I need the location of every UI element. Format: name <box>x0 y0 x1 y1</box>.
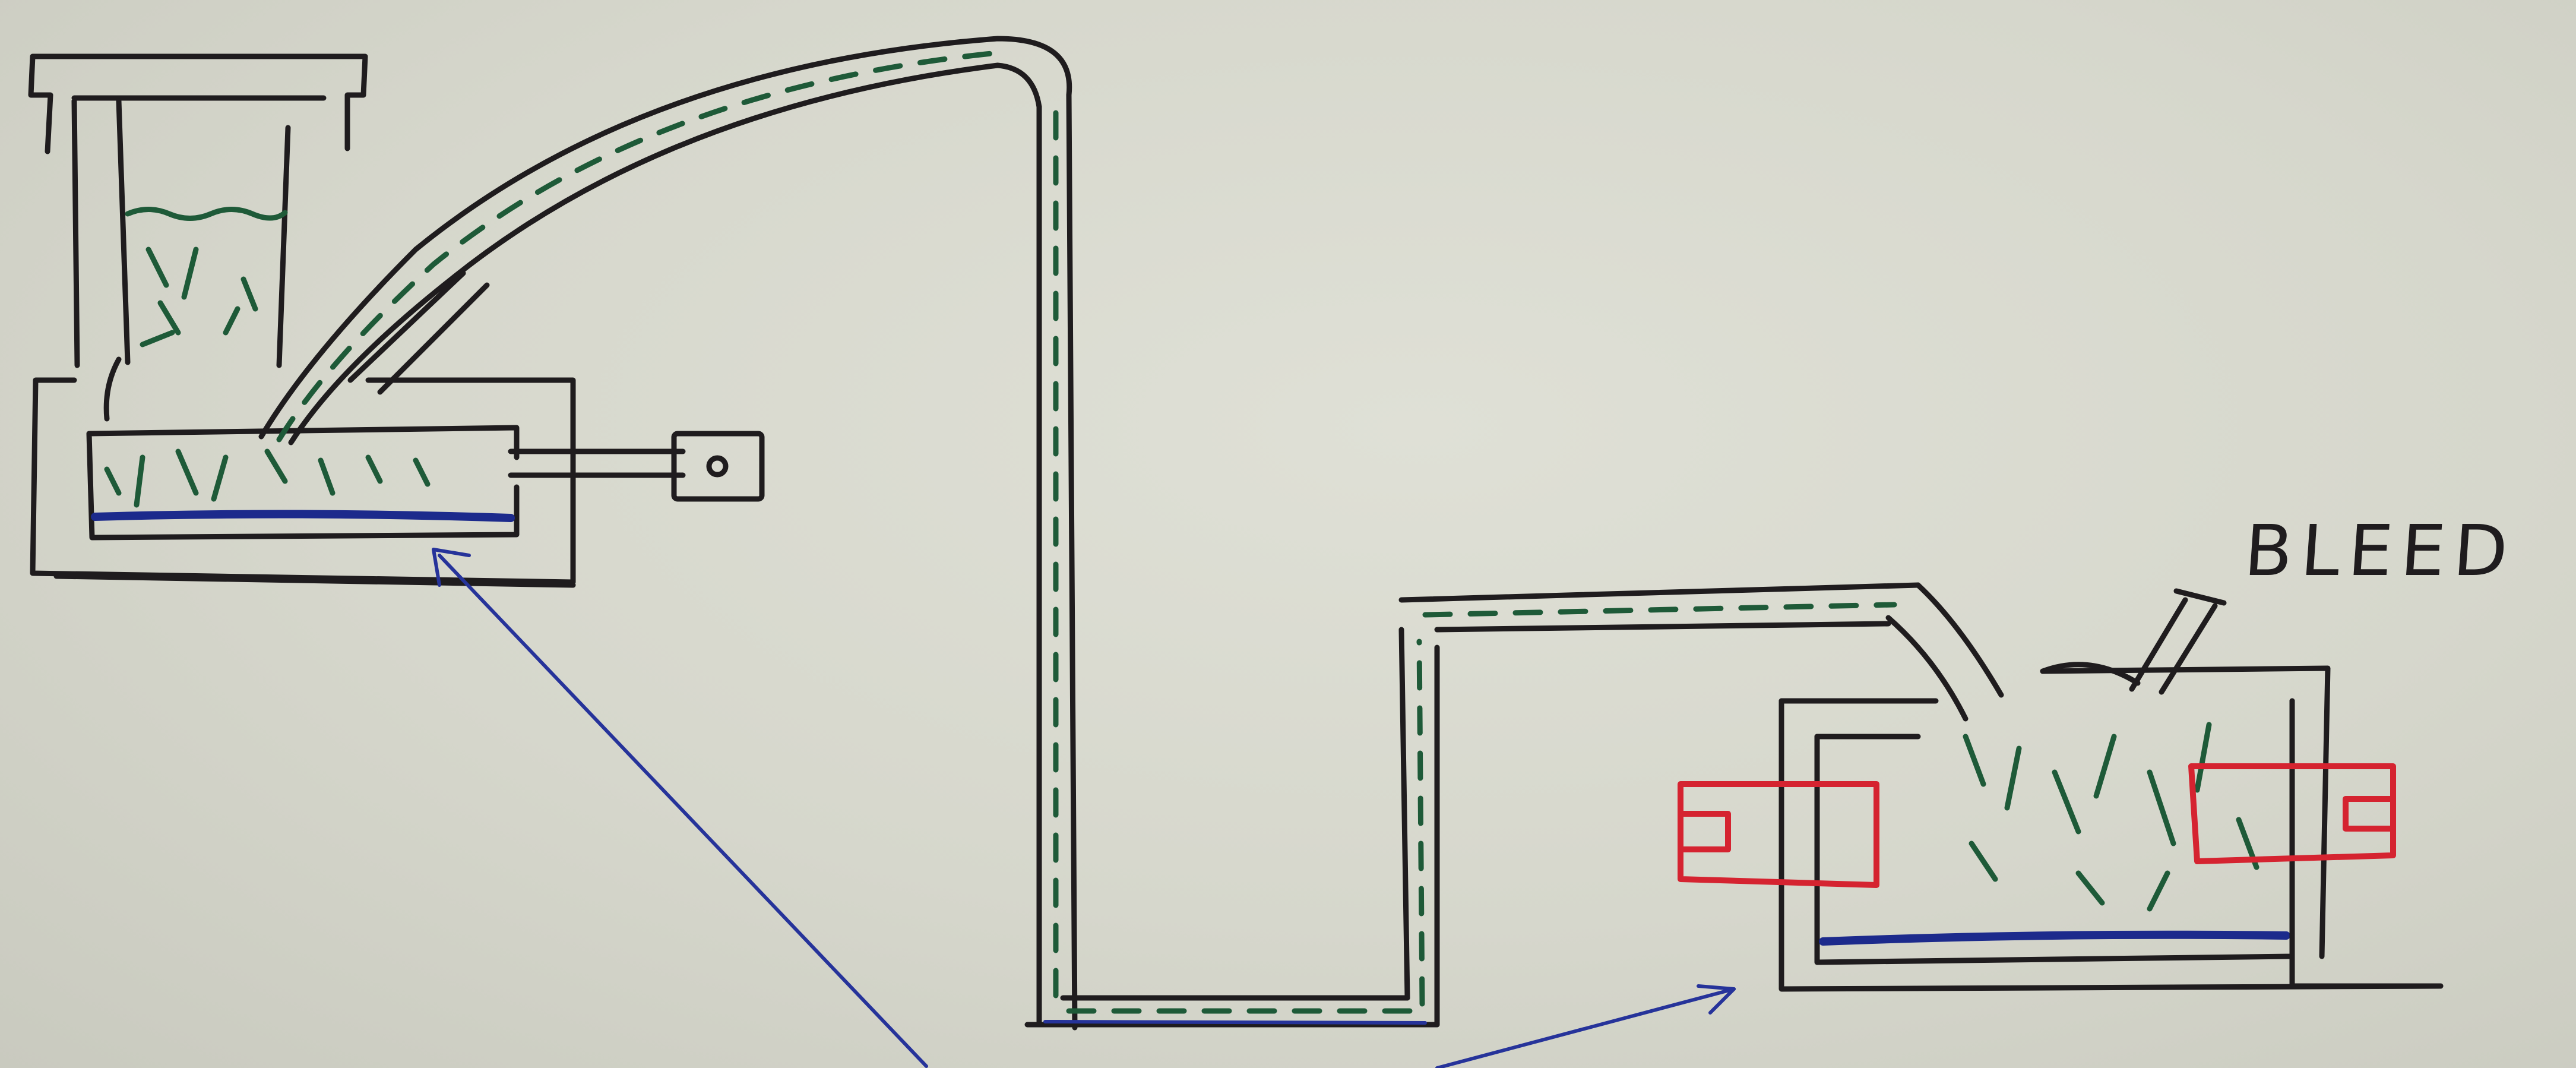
master-cylinder <box>33 359 762 585</box>
arrow-to-caliper <box>1437 989 1734 1068</box>
reservoir-walls <box>119 101 288 365</box>
bleed-label: BLEED <box>2242 510 2576 592</box>
line-fluid-top <box>1425 605 1894 615</box>
arrow-to-master <box>439 555 926 1066</box>
piston-left <box>1681 784 1876 885</box>
piston-rod <box>511 451 683 475</box>
master-cylinder-fluid <box>107 451 428 505</box>
line-fitting <box>350 273 487 392</box>
push-button <box>674 434 762 499</box>
bleed-nipple <box>2132 591 2224 692</box>
caliper-fluid <box>1966 725 2257 909</box>
master-cylinder-bore <box>89 428 517 538</box>
caliper <box>1781 585 2441 989</box>
reservoir-cap <box>31 56 365 151</box>
reservoir <box>31 56 365 365</box>
caliper-blue-layer <box>1823 935 2286 941</box>
line-fluid-rising-right <box>1419 642 1422 1004</box>
caliper-pistons <box>1681 766 2393 885</box>
master-cylinder-blue-layer <box>95 514 511 518</box>
reservoir-fluid-level <box>128 210 285 219</box>
